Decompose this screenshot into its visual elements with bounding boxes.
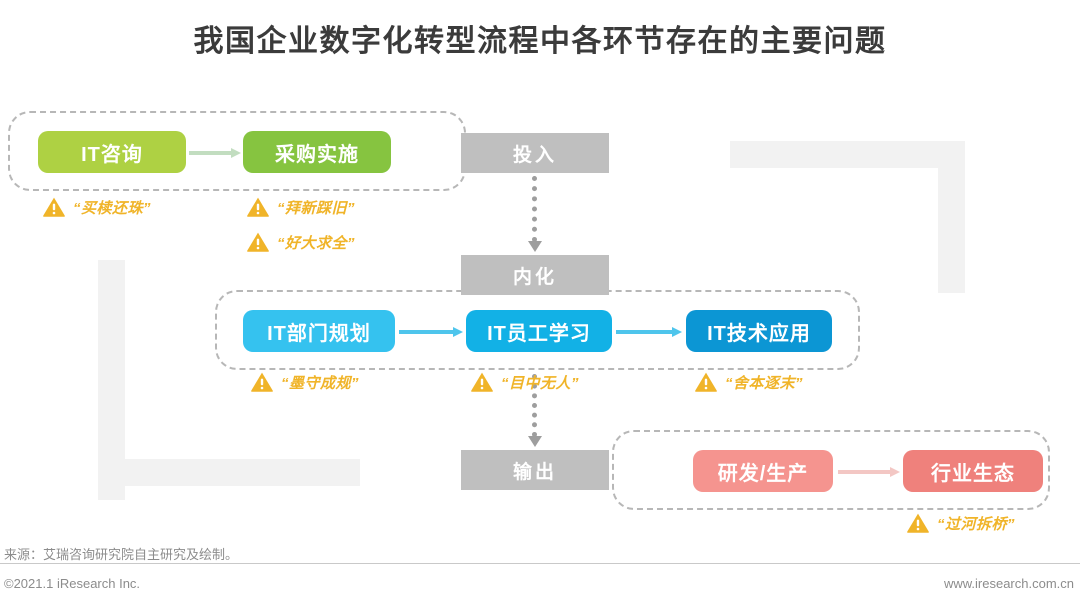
decoration-corner-top-right-horizontal (730, 141, 965, 168)
warning-text: “舍本逐末” (725, 374, 804, 392)
warning-label-mu-zhong-wu-ren: “目中无人” (470, 371, 579, 393)
stage-box-input: 投入 (461, 133, 609, 173)
warning-text: “墨守成规” (281, 374, 360, 392)
warning-label-bai-xin-cai-jiu: “拜新踩旧” (246, 196, 355, 218)
arrow-head (453, 327, 463, 337)
warning-triangle-icon (246, 196, 270, 218)
decoration-corner-top-right-vertical (938, 141, 965, 293)
warning-label-hao-da-qiu-quan: “好大求全” (246, 231, 355, 253)
arrow-planning-to-learning (399, 327, 463, 337)
website-link[interactable]: www.iresearch.com.cn (943, 576, 1074, 591)
group-container-output (612, 430, 1050, 510)
node-it-consulting[interactable]: IT咨询 (38, 131, 186, 173)
arrow-shaft (616, 330, 673, 334)
warning-label-mai-du-huan-zhu: “买椟还珠” (42, 196, 151, 218)
arrow-learning-to-application (616, 327, 682, 337)
stage-box-internalization: 内化 (461, 255, 609, 295)
arrow-shaft (189, 151, 232, 155)
source-note: 来源：艾瑞咨询研究院自主研究及绘制。 (4, 547, 239, 562)
page-title: 我国企业数字化转型流程中各环节存在的主要问题 (193, 25, 887, 58)
arrow-head (528, 241, 542, 252)
copyright-note: ©2021.1 iResearch Inc. (4, 576, 141, 591)
warning-text: “买椟还珠” (73, 199, 152, 217)
warning-triangle-icon (42, 196, 66, 218)
arrow-it-consulting-to-purchase (189, 148, 241, 158)
arrow-head (672, 327, 682, 337)
footer-divider (0, 563, 1080, 564)
arrow-head (231, 148, 241, 158)
arrow-shaft (532, 374, 537, 437)
warning-label-guo-he-chai-qiao: “过河拆桥” (906, 512, 1015, 534)
arrow-shaft (532, 176, 537, 242)
warning-text: “目中无人” (501, 374, 580, 392)
warning-triangle-icon (250, 371, 274, 393)
flow-arrow-internalization-to-output (528, 374, 542, 447)
flow-arrow-input-to-internalization (528, 176, 542, 252)
warning-text: “拜新踩旧” (277, 199, 356, 217)
arrow-shaft (838, 470, 891, 474)
warning-triangle-icon (246, 231, 270, 253)
warning-label-she-ben-zhu-mo: “舍本逐末” (694, 371, 803, 393)
node-it-technology-application[interactable]: IT技术应用 (686, 310, 832, 352)
node-it-staff-learning[interactable]: IT员工学习 (466, 310, 612, 352)
node-rd-production[interactable]: 研发/生产 (693, 450, 833, 492)
warning-label-mo-shou-cheng-gui: “墨守成规” (250, 371, 359, 393)
arrow-head (890, 467, 900, 477)
arrow-rd-to-industry (838, 467, 900, 477)
arrow-shaft (399, 330, 454, 334)
node-industry-ecosystem[interactable]: 行业生态 (903, 450, 1043, 492)
warning-triangle-icon (906, 512, 930, 534)
node-purchase-implementation[interactable]: 采购实施 (243, 131, 391, 173)
warning-text: “好大求全” (277, 234, 356, 252)
warning-triangle-icon (470, 371, 494, 393)
decoration-corner-bottom-left-horizontal (98, 459, 360, 486)
arrow-head (528, 436, 542, 447)
node-it-department-planning[interactable]: IT部门规划 (243, 310, 395, 352)
warning-triangle-icon (694, 371, 718, 393)
warning-text: “过河拆桥” (937, 515, 1016, 533)
stage-box-output: 输出 (461, 450, 609, 490)
